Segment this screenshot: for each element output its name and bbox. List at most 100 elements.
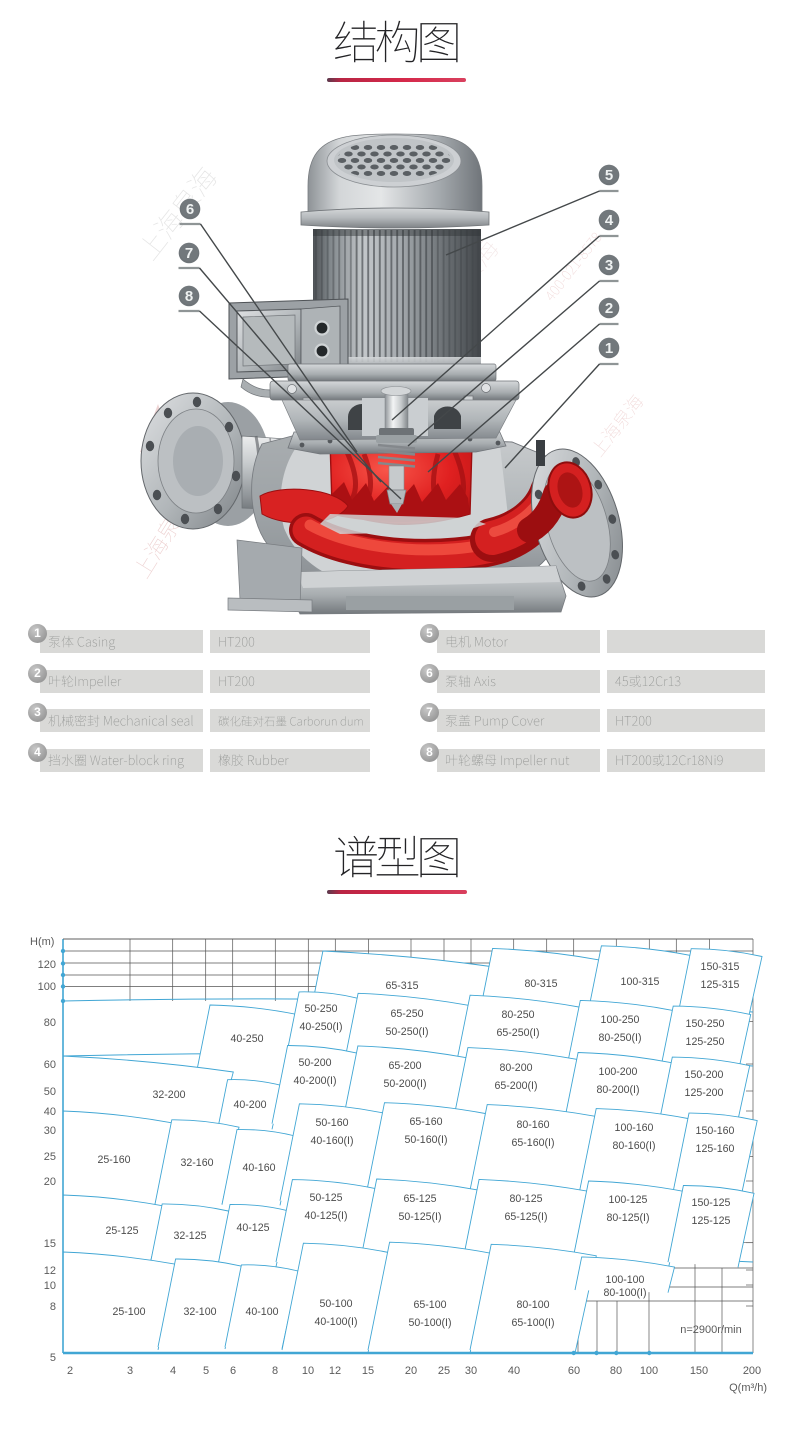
svg-text:25: 25 bbox=[438, 1365, 450, 1377]
svg-text:50-125(I): 50-125(I) bbox=[399, 1211, 442, 1223]
svg-text:65-250: 65-250 bbox=[391, 1008, 424, 1020]
svg-text:50-160(I): 50-160(I) bbox=[405, 1134, 448, 1146]
svg-text:50-250: 50-250 bbox=[305, 1003, 338, 1015]
svg-text:2: 2 bbox=[67, 1365, 73, 1377]
svg-text:80-100(I): 80-100(I) bbox=[604, 1287, 647, 1299]
svg-text:3: 3 bbox=[605, 257, 613, 274]
svg-text:8: 8 bbox=[50, 1301, 56, 1313]
svg-text:32-125: 32-125 bbox=[174, 1230, 207, 1242]
svg-text:32-200: 32-200 bbox=[153, 1089, 186, 1101]
svg-text:4: 4 bbox=[605, 212, 614, 229]
svg-text:80-100: 80-100 bbox=[517, 1299, 550, 1311]
svg-text:100-100: 100-100 bbox=[606, 1274, 645, 1286]
svg-text:40-250(I): 40-250(I) bbox=[300, 1021, 343, 1033]
svg-text:20: 20 bbox=[405, 1365, 417, 1377]
svg-text:150-200: 150-200 bbox=[685, 1069, 724, 1081]
svg-text:40-160(I): 40-160(I) bbox=[311, 1135, 354, 1147]
svg-text:80-160: 80-160 bbox=[517, 1119, 550, 1131]
svg-text:65-125(I): 65-125(I) bbox=[505, 1211, 548, 1223]
svg-text:150-160: 150-160 bbox=[696, 1125, 735, 1137]
svg-text:65-160: 65-160 bbox=[410, 1116, 443, 1128]
svg-text:40-125(I): 40-125(I) bbox=[305, 1210, 348, 1222]
svg-text:40-200: 40-200 bbox=[234, 1099, 267, 1111]
svg-text:150-250: 150-250 bbox=[686, 1018, 725, 1030]
svg-text:10: 10 bbox=[44, 1280, 56, 1292]
svg-text:100-200: 100-200 bbox=[599, 1066, 638, 1078]
svg-text:4: 4 bbox=[170, 1365, 176, 1377]
svg-text:8: 8 bbox=[272, 1365, 278, 1377]
svg-text:40: 40 bbox=[508, 1365, 520, 1377]
svg-text:15: 15 bbox=[44, 1238, 56, 1250]
svg-text:n=2900r/min: n=2900r/min bbox=[680, 1324, 741, 1336]
svg-text:80-250: 80-250 bbox=[502, 1009, 535, 1021]
svg-text:65-125: 65-125 bbox=[404, 1193, 437, 1205]
svg-text:Q(m³/h): Q(m³/h) bbox=[729, 1382, 767, 1394]
svg-text:15: 15 bbox=[362, 1365, 374, 1377]
svg-text:60: 60 bbox=[44, 1059, 56, 1071]
svg-text:150: 150 bbox=[690, 1365, 708, 1377]
svg-text:80-160(I): 80-160(I) bbox=[613, 1140, 656, 1152]
svg-text:3: 3 bbox=[127, 1365, 133, 1377]
svg-text:8: 8 bbox=[185, 288, 193, 305]
svg-text:100-315: 100-315 bbox=[621, 976, 660, 988]
svg-text:25-100: 25-100 bbox=[113, 1306, 146, 1318]
svg-text:40-250: 40-250 bbox=[231, 1033, 264, 1045]
svg-text:10: 10 bbox=[302, 1365, 314, 1377]
svg-text:40-100: 40-100 bbox=[246, 1306, 279, 1318]
svg-text:40-125: 40-125 bbox=[237, 1222, 270, 1234]
svg-text:125-200: 125-200 bbox=[685, 1087, 724, 1099]
svg-text:80: 80 bbox=[610, 1365, 622, 1377]
svg-text:40-160: 40-160 bbox=[243, 1162, 276, 1174]
svg-text:65-100(I): 65-100(I) bbox=[512, 1317, 555, 1329]
svg-text:30: 30 bbox=[465, 1365, 477, 1377]
svg-text:25: 25 bbox=[44, 1151, 56, 1163]
svg-text:60: 60 bbox=[568, 1365, 580, 1377]
svg-text:125-250: 125-250 bbox=[686, 1036, 725, 1048]
svg-text:65-200: 65-200 bbox=[389, 1060, 422, 1072]
svg-text:32-100: 32-100 bbox=[184, 1306, 217, 1318]
svg-text:6: 6 bbox=[186, 201, 194, 218]
svg-text:80-125(I): 80-125(I) bbox=[607, 1212, 650, 1224]
svg-text:20: 20 bbox=[44, 1176, 56, 1188]
svg-text:125-125: 125-125 bbox=[692, 1215, 731, 1227]
svg-text:80-315: 80-315 bbox=[525, 978, 558, 990]
svg-text:40-100(I): 40-100(I) bbox=[315, 1316, 358, 1328]
svg-text:100-160: 100-160 bbox=[615, 1122, 654, 1134]
svg-text:100: 100 bbox=[640, 1365, 658, 1377]
svg-text:12: 12 bbox=[44, 1265, 56, 1277]
svg-text:65-100: 65-100 bbox=[414, 1299, 447, 1311]
svg-text:150-125: 150-125 bbox=[692, 1197, 731, 1209]
svg-text:50-125: 50-125 bbox=[310, 1192, 343, 1204]
svg-text:25-125: 25-125 bbox=[106, 1225, 139, 1237]
svg-text:80-200: 80-200 bbox=[500, 1062, 533, 1074]
svg-text:65-315: 65-315 bbox=[386, 980, 419, 992]
svg-text:50-100(I): 50-100(I) bbox=[409, 1317, 452, 1329]
svg-text:150-315: 150-315 bbox=[701, 961, 740, 973]
svg-text:80-250(I): 80-250(I) bbox=[599, 1032, 642, 1044]
svg-text:200: 200 bbox=[743, 1365, 761, 1377]
svg-text:80-200(I): 80-200(I) bbox=[597, 1084, 640, 1096]
svg-text:100-250: 100-250 bbox=[601, 1014, 640, 1026]
svg-text:50-200(I): 50-200(I) bbox=[384, 1078, 427, 1090]
svg-text:125-160: 125-160 bbox=[696, 1143, 735, 1155]
svg-text:50-100: 50-100 bbox=[320, 1298, 353, 1310]
svg-text:32-160: 32-160 bbox=[181, 1157, 214, 1169]
svg-text:12: 12 bbox=[329, 1365, 341, 1377]
svg-text:65-250(I): 65-250(I) bbox=[497, 1027, 540, 1039]
svg-text:50-250(I): 50-250(I) bbox=[386, 1026, 429, 1038]
svg-text:40-200(I): 40-200(I) bbox=[294, 1075, 337, 1087]
svg-text:1: 1 bbox=[605, 340, 613, 357]
svg-text:5: 5 bbox=[203, 1365, 209, 1377]
svg-text:65-200(I): 65-200(I) bbox=[495, 1080, 538, 1092]
svg-text:65-160(I): 65-160(I) bbox=[512, 1137, 555, 1149]
svg-text:H(m): H(m) bbox=[30, 936, 54, 948]
svg-text:5: 5 bbox=[605, 167, 613, 184]
svg-text:50: 50 bbox=[44, 1086, 56, 1098]
svg-text:50-200: 50-200 bbox=[299, 1057, 332, 1069]
svg-text:100: 100 bbox=[38, 981, 56, 993]
svg-text:30: 30 bbox=[44, 1125, 56, 1137]
svg-text:6: 6 bbox=[230, 1365, 236, 1377]
svg-text:100-125: 100-125 bbox=[609, 1194, 648, 1206]
svg-text:80: 80 bbox=[44, 1017, 56, 1029]
svg-text:120: 120 bbox=[38, 959, 56, 971]
